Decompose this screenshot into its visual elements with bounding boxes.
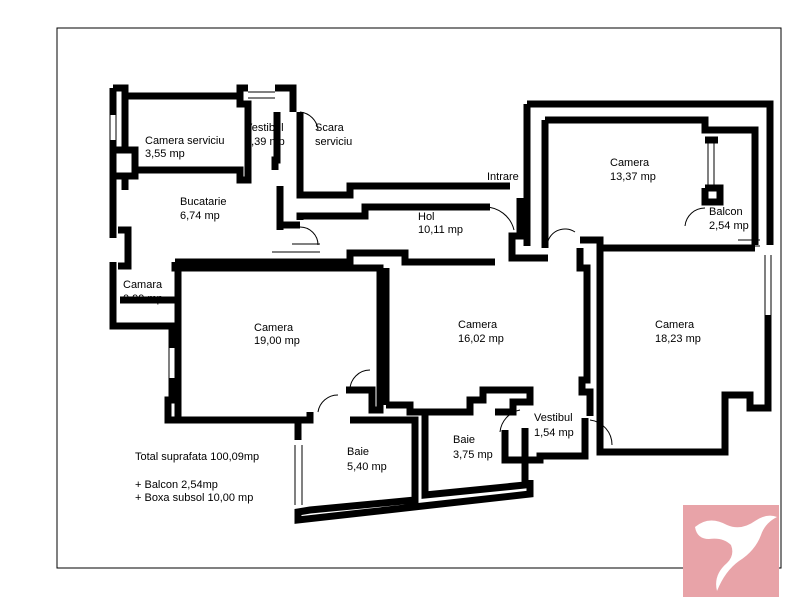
wall-service-wing	[109, 84, 302, 440]
room-area-camera-13: 13,37 mp	[610, 171, 656, 183]
wall-baie-540	[294, 412, 534, 524]
plan-frame	[56, 27, 782, 569]
room-name-hol: Hol	[418, 211, 435, 223]
room-name-camara: Camara	[123, 279, 163, 291]
wall-kitchen	[115, 96, 300, 304]
door-swings	[272, 111, 706, 446]
room-name-camera-19: Camera	[254, 322, 294, 334]
boxa-area-text: + Boxa subsol 10,00 mp	[135, 492, 254, 504]
room-name-balcon: Balcon	[709, 206, 743, 218]
wall-vestibul-1	[271, 112, 510, 230]
room-area-balcon: 2,54 mp	[709, 220, 749, 232]
room-area-camera-16: 16,02 mp	[458, 333, 504, 345]
room-name-baie-2: Baie	[453, 434, 475, 446]
room-area-camera-19: 19,00 mp	[254, 335, 300, 347]
bird-logo-icon	[683, 505, 779, 597]
room-name-vestibul-2: Vestibul	[534, 412, 573, 424]
room-area-camera-serviciu: 3,55 mp	[145, 148, 185, 160]
room-area-camara: 0,99 mp	[123, 293, 163, 305]
wall-camera-18	[576, 248, 772, 456]
room-name-baie-1: Baie	[347, 446, 369, 458]
room-area-bucatarie: 6,74 mp	[180, 210, 220, 222]
room-area-baie-1: 5,40 mp	[347, 461, 387, 473]
room-name-camera-serviciu: Camera serviciu	[145, 135, 224, 147]
wall-hall	[171, 198, 548, 418]
room-area-camera-18: 18,23 mp	[655, 333, 701, 345]
room-name-intrare: Intrare	[487, 171, 519, 183]
room-area-scara: serviciu	[315, 136, 352, 148]
room-name-bucatarie: Bucatarie	[180, 196, 226, 208]
room-name-vestibul-1: Vestibul	[245, 122, 284, 134]
total-area-text: Total suprafata 100,09mp	[135, 451, 260, 463]
room-name-camera-18: Camera	[655, 319, 695, 331]
balcon-area-text: + Balcon 2,54mp	[135, 479, 218, 491]
room-name-camera-16: Camera	[458, 319, 498, 331]
room-name-camera-13: Camera	[610, 157, 650, 169]
room-name-scara: Scara	[315, 122, 345, 134]
room-area-hol: 10,11 mp	[418, 224, 463, 236]
room-area-vestibul-1: 1,39 mp	[245, 136, 285, 148]
wall-middle	[346, 268, 589, 499]
room-area-vestibul-2: 1,54 mp	[534, 427, 574, 439]
room-area-baie-2: 3,75 mp	[453, 449, 493, 461]
windows	[109, 91, 772, 505]
wall-camera-13	[523, 100, 774, 252]
room-labels: Camera serviciu 3,55 mp Vestibul 1,39 mp…	[123, 122, 749, 473]
